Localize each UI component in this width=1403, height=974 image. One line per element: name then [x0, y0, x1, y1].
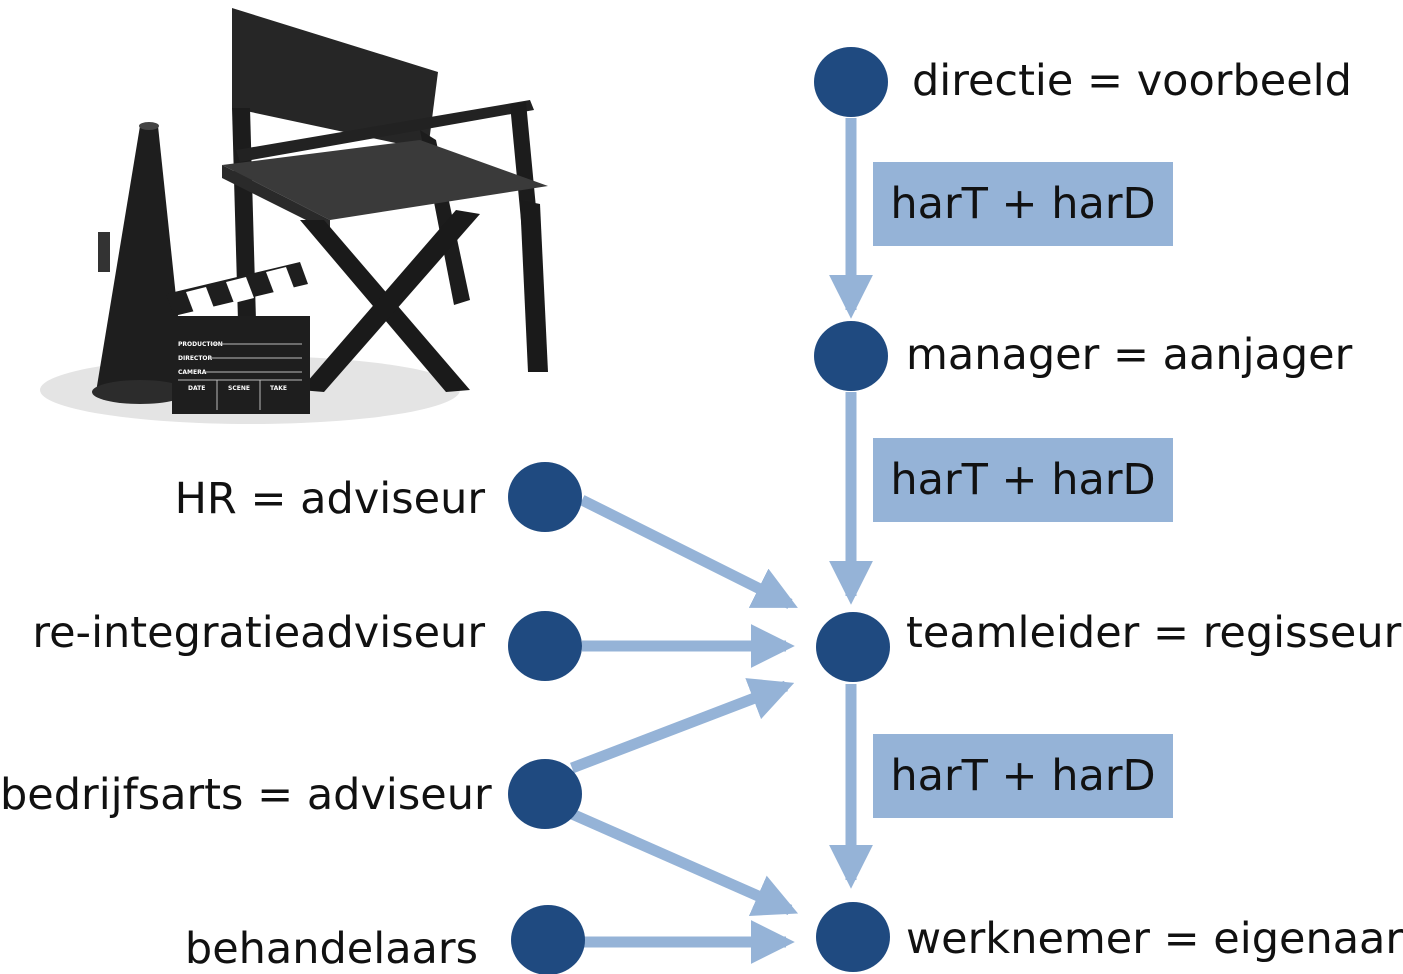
director-chair-illustration: PRODUCTION DIRECTOR CAMERA DATE SCENE TA… [40, 8, 548, 424]
node-directie [814, 47, 888, 117]
label-hr: HR = adviseur [174, 474, 485, 524]
node-teamleider [816, 612, 890, 682]
arrow-hr-to-teamleider [579, 495, 798, 609]
arrow-bedrijfsarts-to-werknemer [569, 808, 799, 916]
arrow-bedrijfsarts-to-teamleider [570, 678, 795, 774]
label-teamleider: teamleider = regisseur [906, 608, 1402, 658]
label-bedrijfsarts: bedrijfsarts = adviseur [0, 770, 492, 820]
clapper-director-label: DIRECTOR [178, 355, 213, 362]
label-manager: manager = aanjager [906, 330, 1353, 380]
node-hr [508, 462, 582, 532]
label-reintegratie: re-integratieadviseur [32, 608, 485, 658]
node-werknemer [816, 902, 890, 972]
label-directie: directie = voorbeeld [912, 56, 1352, 106]
flow-box-2: harT + harD [873, 438, 1173, 522]
clapper-production-label: PRODUCTION [178, 341, 223, 348]
clapper-camera-label: CAMERA [178, 369, 207, 376]
node-bedrijfsarts [508, 759, 582, 829]
node-behandelaars [511, 905, 585, 974]
flow-box-3: harT + harD [873, 734, 1173, 818]
flow-box-1: harT + harD [873, 162, 1173, 246]
label-werknemer: werknemer = eigenaar [906, 914, 1403, 964]
node-reintegratie [508, 611, 582, 681]
node-manager [814, 321, 888, 391]
label-behandelaars: behandelaars [184, 924, 478, 974]
clapper-date-label: DATE [188, 385, 205, 392]
nodes [508, 47, 890, 974]
arrows [569, 118, 873, 964]
clapper-scene-label: SCENE [228, 385, 250, 392]
clapper-take-label: TAKE [270, 385, 287, 392]
